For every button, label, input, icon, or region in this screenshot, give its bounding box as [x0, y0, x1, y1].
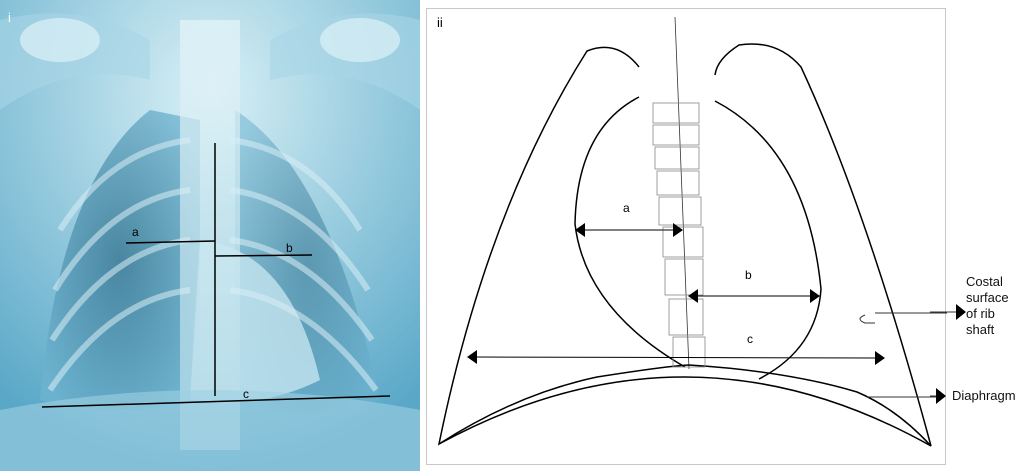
- arrow-c-left-head: [467, 350, 477, 364]
- left-humeral-head: [20, 18, 100, 62]
- chest-xray-panel: a b c i: [0, 0, 420, 471]
- arrow-c-right-head: [875, 351, 885, 365]
- diagram-label-a: a: [623, 201, 630, 215]
- costal-callout-arrowhead: [956, 304, 966, 320]
- panel-label-ii: ii: [437, 15, 443, 30]
- xray-label-c: c: [243, 387, 249, 401]
- costal-line-4: shaft: [966, 322, 1009, 338]
- arrow-b-left-head: [688, 289, 698, 303]
- left-lung-outline: [575, 97, 685, 367]
- spine-shadow: [180, 20, 240, 450]
- diagram-label-b: b: [745, 268, 752, 282]
- vertebral-column: [653, 103, 705, 367]
- costal-line-3: of rib: [966, 306, 1009, 322]
- measure-line-b: [215, 255, 312, 256]
- panel-label-i: i: [8, 10, 11, 25]
- arrow-c-shaft: [475, 357, 877, 358]
- costal-line-1: Costal: [966, 274, 1009, 290]
- diaphragm-callout: Diaphragm: [952, 388, 1016, 404]
- thorax-outline: [439, 44, 931, 446]
- costal-surface-callout: Costal surface of rib shaft: [966, 274, 1009, 338]
- xray-label-a: a: [132, 225, 139, 239]
- costal-surface-marker: [860, 315, 875, 323]
- diagram-label-c: c: [747, 332, 753, 346]
- center-reference-line: [675, 17, 689, 369]
- costal-line-2: surface: [966, 290, 1009, 306]
- right-humeral-head: [320, 18, 400, 62]
- chest-xray-image: a b c i: [0, 0, 420, 471]
- xray-label-b: b: [286, 241, 293, 255]
- thorax-schematic-panel: ii a b: [426, 8, 946, 465]
- right-lung-outline: [715, 101, 821, 379]
- thorax-schematic: ii a b: [427, 9, 947, 466]
- diaphragm-line: [439, 377, 931, 446]
- arrow-b-right-head: [810, 289, 820, 303]
